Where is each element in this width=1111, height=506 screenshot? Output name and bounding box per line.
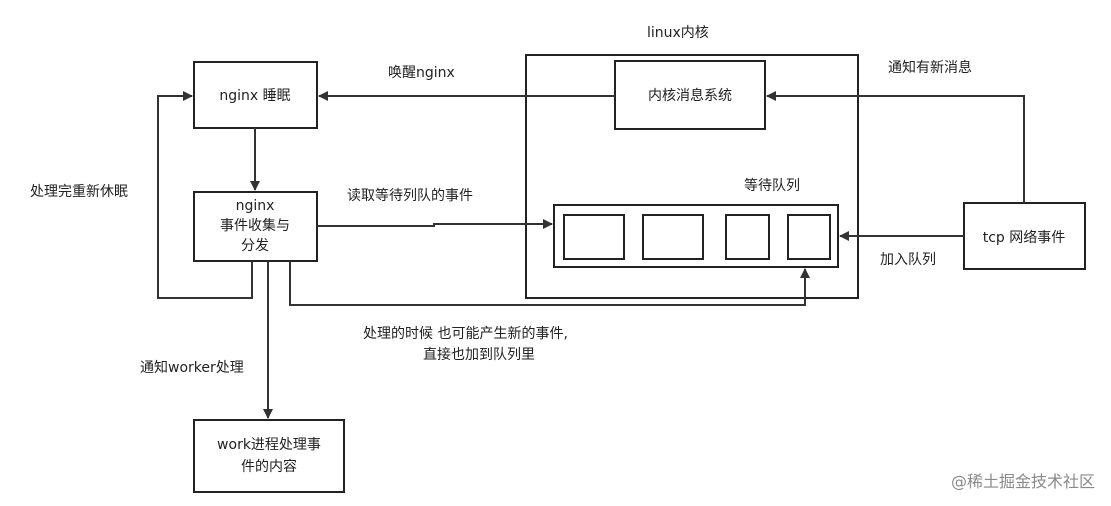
kernel-title: linux内核 <box>647 25 709 41</box>
notify-new-label: 通知有新消息 <box>888 59 972 76</box>
new-events-arrow <box>289 261 810 306</box>
kernel-message-system-box <box>614 60 766 130</box>
wait-queue-title: 等待队列 <box>744 177 800 194</box>
nginx-sleep-label: nginx 睡眠 <box>219 88 290 104</box>
new-events-label: 处理的时候 也可能产生新的事件, <box>363 326 568 342</box>
queue-slot <box>563 214 625 260</box>
worker-label: work进程处理事 <box>217 437 321 453</box>
watermark-text: @稀土掘金技术社区 <box>951 472 1095 491</box>
queue-slot <box>642 214 704 260</box>
nginx-collect-label: 事件收集与 <box>220 217 290 234</box>
resleep-label: 处理完重新休眠 <box>30 184 128 200</box>
notify-worker-label: 通知worker处理 <box>140 359 244 376</box>
tcp-event-label: tcp 网络事件 <box>983 230 1066 246</box>
add-queue-label: 加入队列 <box>880 252 936 268</box>
new-events-label: 直接也加到队列里 <box>423 346 535 363</box>
nginx-sleep-box <box>193 61 318 129</box>
queue-slot <box>787 214 831 260</box>
read-queue-arrow <box>317 219 553 229</box>
worker-box <box>193 419 345 493</box>
worker-label: 件的内容 <box>241 458 297 475</box>
notify-new-arrow <box>766 91 1025 203</box>
nginx-collect-label: nginx <box>236 198 275 214</box>
wake-label: 唤醒nginx <box>388 64 455 81</box>
nginx-collect-box <box>193 191 318 262</box>
resleep-arrow <box>157 91 253 299</box>
kernel-message-system-label: 内核消息系统 <box>648 87 732 104</box>
read-queue-label: 读取等待列队的事件 <box>347 187 473 204</box>
nginx-collect-label: 分发 <box>241 238 269 254</box>
queue-slot <box>725 214 770 260</box>
